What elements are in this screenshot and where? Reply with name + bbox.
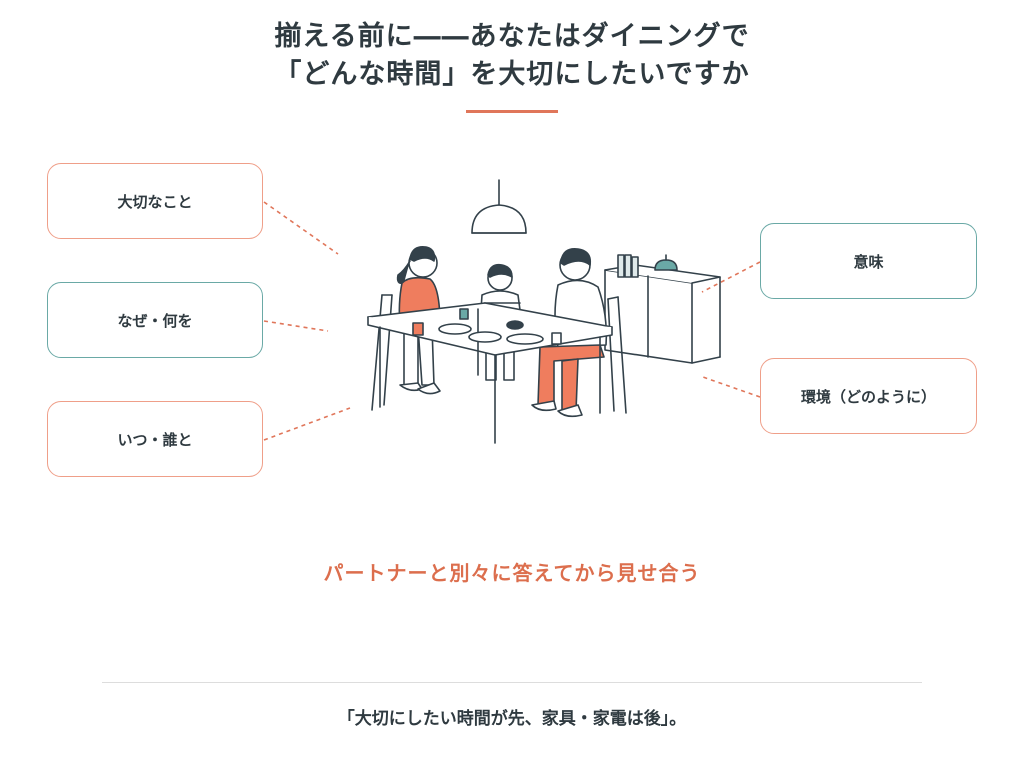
label-meaning: 意味 <box>853 252 884 271</box>
cup-icon <box>459 308 469 320</box>
page-title: 揃える前に――あなたはダイニングで 「どんな時間」を大切にしたいですか <box>0 18 1024 94</box>
family-dining-illustration <box>367 179 721 444</box>
father-figure <box>531 247 608 418</box>
plate-icon <box>506 333 544 345</box>
chair-left <box>371 294 393 411</box>
label-important: 大切なこと <box>117 192 193 211</box>
plate-icon <box>468 331 502 343</box>
sideboard-icon <box>604 254 721 364</box>
instruction-text: パートナーと別々に答えてから見せ合う <box>323 561 701 585</box>
title-line-1: 揃える前に――あなたはダイニングで <box>274 21 750 52</box>
footer-quote: 「大切にしたい時間が先、家具・家電は後」。 <box>337 709 687 729</box>
label-environment: 環境（どのように） <box>800 387 936 406</box>
chair-right <box>607 296 627 414</box>
cup-icon <box>551 332 562 345</box>
label-box-meaning: 意味 <box>760 223 977 299</box>
label-when-who: いつ・誰と <box>117 430 193 449</box>
label-box-environment: 環境（どのように） <box>760 358 977 434</box>
cup-icon <box>412 322 424 336</box>
divider <box>102 682 922 683</box>
label-box-why-what: なぜ・何を <box>47 282 263 358</box>
pendant-lamp-icon <box>471 204 527 234</box>
plate-icon <box>438 323 472 335</box>
label-box-when-who: いつ・誰と <box>47 401 263 477</box>
bowl-icon <box>506 320 524 330</box>
title-underline <box>466 110 558 113</box>
label-box-important: 大切なこと <box>47 163 263 239</box>
title-line-2: 「どんな時間」を大切にしたいですか <box>274 59 750 90</box>
label-why-what: なぜ・何を <box>117 311 193 330</box>
